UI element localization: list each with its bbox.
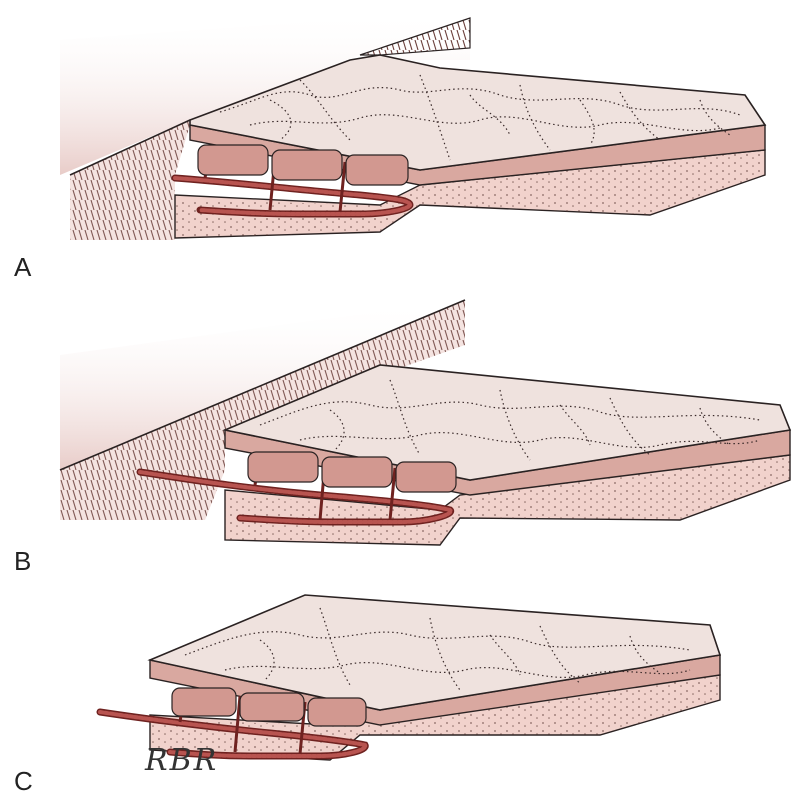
panel-label-b: B [14, 546, 32, 576]
muscle-segments [197, 144, 409, 186]
muscle-segments [171, 687, 367, 727]
capillary-network [219, 74, 741, 161]
artist-signature: RBR [145, 743, 219, 778]
panel-c-flap-free [96, 594, 722, 761]
capillary-network [184, 607, 691, 691]
donor-shadow [60, 10, 470, 175]
panel-b-flap-elevated [59, 299, 792, 546]
flap-skin-surface [189, 54, 767, 171]
panel-a-flap-in-situ [60, 10, 767, 240]
muscle-segments [247, 451, 457, 493]
capillary-network [259, 379, 761, 461]
panel-label-c: C [14, 766, 33, 796]
panel-label-a: A [14, 252, 32, 282]
